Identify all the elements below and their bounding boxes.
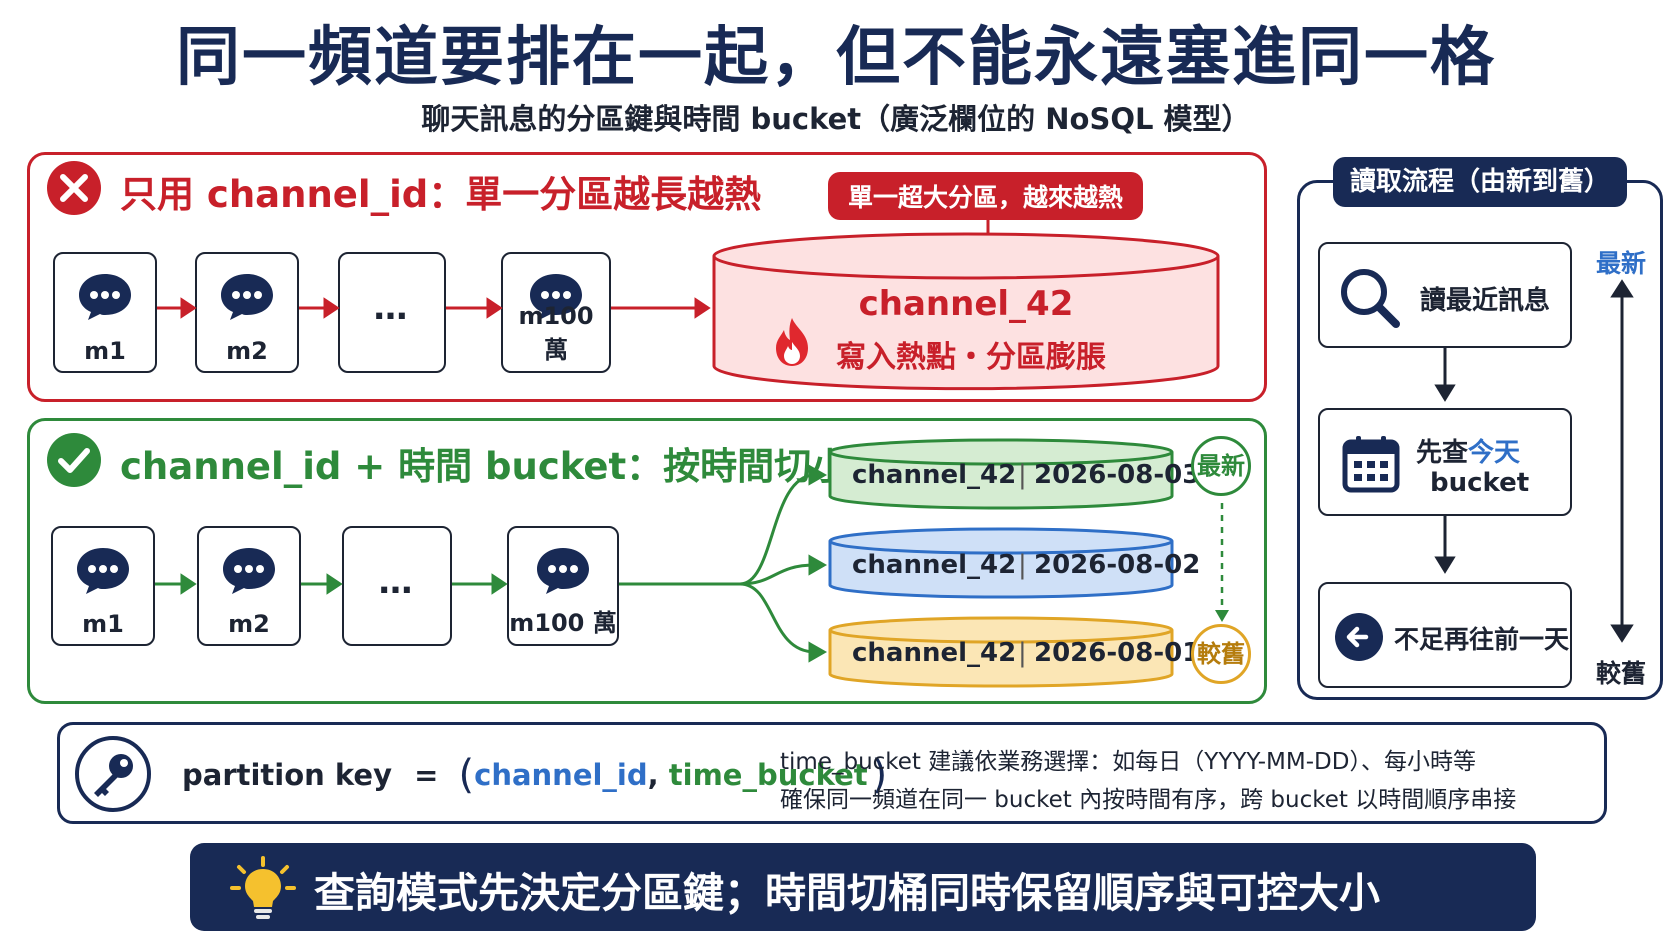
chat-bubble-icon	[537, 548, 589, 594]
fire-icon	[776, 318, 808, 366]
read-step-text: 讀最近訊息	[1420, 286, 1551, 316]
key-part-time-bucket: time_bucket	[668, 758, 868, 792]
read-step-today: 先查今天 bucket	[1318, 408, 1572, 516]
time-bucket-heading: channel_id + 時間 bucket：按時間切小段	[120, 445, 886, 488]
key-icon	[75, 736, 151, 812]
key-note-1: time_bucket 建議依業務選擇：如每日（YYYY-MM-DD）、每小時等	[780, 749, 1476, 775]
partition-key-panel	[57, 722, 1607, 824]
arrow-left-icon	[1335, 613, 1383, 661]
message-box-m100: m100 萬	[507, 526, 619, 646]
message-box-ellipsis: …	[342, 526, 452, 646]
bucket-date: 2026-08-03	[1034, 460, 1201, 490]
message-box-m1: m1	[51, 526, 155, 646]
oldest-badge: 較舊	[1191, 624, 1251, 684]
message-box-m100: m100 萬	[501, 252, 611, 373]
key-part-channel: channel_id	[474, 758, 648, 792]
chat-bubble-icon	[223, 548, 275, 594]
ellipsis-label: …	[373, 288, 411, 328]
bucket-divider: |	[1018, 550, 1027, 580]
hot-partition-name: channel_42	[858, 284, 1074, 324]
partition-key-formula: partition key = (channel_id, time_bucket…	[182, 752, 887, 798]
read-step-bucket: bucket	[1430, 468, 1530, 498]
bucket-date: 2026-08-01	[1034, 638, 1201, 668]
callout-arrow	[980, 212, 996, 246]
summary-text: 查詢模式先決定分區鍵；時間切桶同時保留順序與可控大小	[314, 869, 1380, 917]
message-label: m100 萬	[509, 609, 617, 637]
bucket-channel: channel_42	[852, 460, 1017, 490]
key-note-2: 確保同一頻道在同一 bucket 內按時間有序，跨 bucket 以時間順序串接	[780, 787, 1517, 813]
single-partition-heading: 只用 channel_id：單一分區越長越熱	[120, 173, 762, 216]
read-step-text: 先查今天	[1416, 438, 1521, 468]
newest-label: 最新	[1596, 249, 1647, 278]
message-label: m2	[228, 610, 270, 638]
chat-bubble-icon	[530, 274, 582, 320]
message-label: m2	[226, 337, 268, 365]
read-step-recent: 讀最近訊息	[1318, 242, 1572, 348]
calendar-icon	[1342, 436, 1400, 493]
bucket-divider: |	[1018, 460, 1027, 490]
ellipsis-label: …	[378, 562, 416, 602]
message-box-m2: m2	[197, 526, 301, 646]
message-box-m1: m1	[53, 252, 157, 373]
partition-key-label: partition key	[182, 758, 392, 792]
paren-close: )	[871, 752, 888, 798]
oldest-label: 較舊	[1596, 659, 1647, 688]
page-title: 同一頻道要排在一起，但不能永遠塞進同一格	[176, 21, 1496, 95]
message-label: m1	[82, 610, 124, 638]
summary-banner: 查詢模式先決定分區鍵；時間切桶同時保留順序與可控大小	[190, 843, 1536, 931]
chat-bubble-icon	[79, 274, 131, 320]
chat-bubble-icon	[77, 548, 129, 594]
bucket-channel: channel_42	[852, 638, 1017, 668]
search-icon	[1341, 269, 1400, 328]
message-label: m1	[84, 337, 126, 365]
page-subtitle: 聊天訊息的分區鍵與時間 bucket（廣泛欄位的 NoSQL 模型）	[421, 102, 1251, 136]
key-comma: ,	[647, 758, 659, 792]
bucket-date: 2026-08-02	[1034, 550, 1201, 580]
message-label: m100 萬	[518, 302, 594, 364]
check-icon	[47, 433, 101, 487]
newest-badge: 最新	[1191, 436, 1251, 496]
message-box-ellipsis: …	[338, 252, 446, 373]
read-step-previous: 不足再往前一天	[1318, 582, 1572, 688]
message-box-m2: m2	[195, 252, 299, 373]
equals-sign: =	[414, 758, 439, 792]
bucket-divider: |	[1018, 638, 1027, 668]
read-flow-title: 讀取流程（由新到舊）	[1333, 157, 1627, 207]
hot-partition-note: 寫入熱點・分區膨脹	[836, 340, 1106, 375]
lightbulb-icon	[230, 856, 296, 919]
hot-partition-callout: 單一超大分區，越來越熱	[828, 172, 1144, 220]
chat-bubble-icon	[221, 274, 273, 320]
read-step-text: 不足再往前一天	[1394, 625, 1570, 654]
error-x-icon	[47, 161, 101, 215]
paren-open: (	[458, 752, 475, 798]
bucket-channel: channel_42	[852, 550, 1017, 580]
